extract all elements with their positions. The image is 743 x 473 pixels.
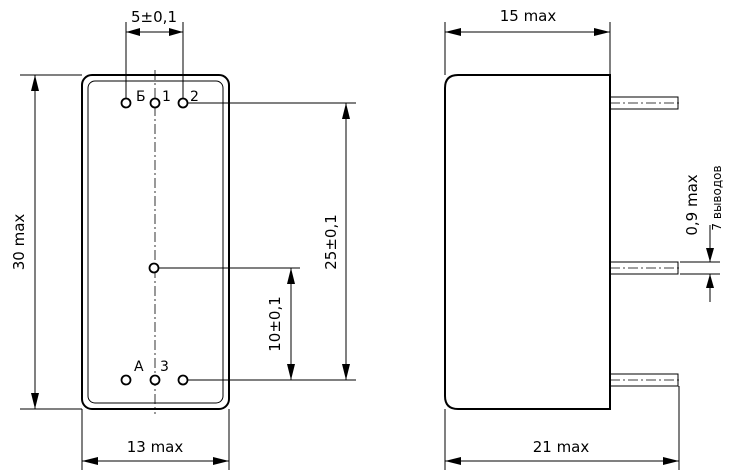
pitch-arrow-right (169, 28, 183, 36)
pin-label-b: Б (136, 89, 146, 105)
height-arrow-top (31, 75, 39, 91)
span25-label: 25±0,1 (322, 214, 340, 270)
pin-a (120, 374, 132, 386)
width-arrow-right (213, 457, 229, 465)
side-view: 15 max 21 max 0,9 max 7 выводов (444, 7, 724, 470)
span10-arrow-top (287, 268, 295, 284)
pin-1 (149, 97, 161, 109)
side-body (444, 74, 611, 410)
pin-middle (148, 262, 160, 274)
pin-label-1: 1 (162, 89, 171, 105)
width-arrow-left (82, 457, 98, 465)
body-width-arrow-right (594, 28, 610, 36)
lead-count-label: 7 выводов (710, 165, 724, 230)
height-label: 30 max (10, 214, 28, 271)
height-arrow-bottom (31, 393, 39, 409)
pin-label-3: 3 (160, 359, 169, 375)
total-width-label: 21 max (533, 438, 590, 456)
pitch-arrow-left (126, 28, 140, 36)
span25-arrow-bottom (342, 364, 350, 380)
pin-2 (177, 97, 189, 109)
span10-label: 10±0,1 (266, 296, 284, 352)
pin-label-a: A (134, 359, 144, 375)
width-label: 13 max (127, 438, 184, 456)
pin-b (120, 97, 132, 109)
pin-3 (149, 374, 161, 386)
lead-dia-arrow-bottom (706, 274, 714, 288)
total-width-arrow-left (445, 457, 461, 465)
span10-arrow-bottom (287, 364, 295, 380)
pitch-label: 5±0,1 (131, 8, 177, 26)
lead-dia-arrow-top (706, 248, 714, 262)
pin-extra (177, 374, 189, 386)
span25-arrow-top (342, 103, 350, 119)
pin-label-2: 2 (190, 89, 199, 105)
body-width-arrow-left (445, 28, 461, 36)
total-width-arrow-right (663, 457, 679, 465)
front-body-outer (81, 74, 230, 410)
front-view: Б 1 2 A 3 5±0,1 30 max 13 max 25±0,1 (10, 8, 356, 470)
body-width-label: 15 max (500, 7, 557, 25)
front-body-inner (87, 80, 224, 404)
lead-dia-label: 0,9 max (683, 174, 701, 235)
